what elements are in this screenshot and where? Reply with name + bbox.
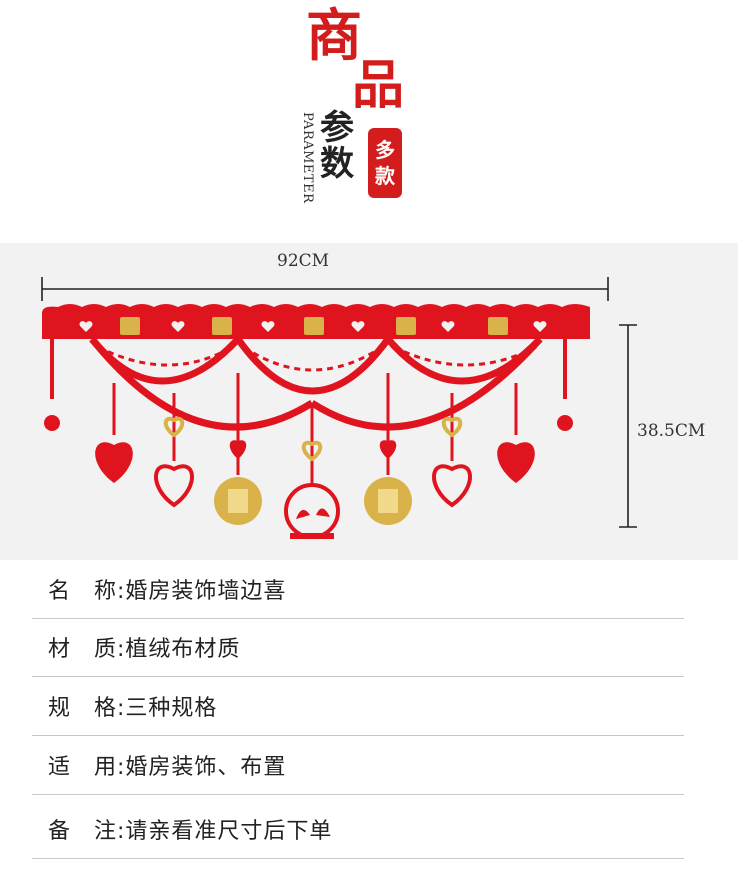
spec-value: 婚房装饰、布置 xyxy=(125,755,287,780)
side-tassels xyxy=(44,339,573,431)
height-dimension-line xyxy=(619,324,637,528)
heart-outline-ornaments xyxy=(154,464,472,508)
spec-row-note: 备 注: 请亲看准尺寸后下单 xyxy=(32,800,684,859)
spec-label: 规 格: xyxy=(48,696,126,721)
product-image: 92CM 38.5CM xyxy=(0,243,738,560)
spec-value: 请亲看准尺寸后下单 xyxy=(125,819,333,844)
spec-value: 婚房装饰墙边喜 xyxy=(125,579,287,604)
swag-curves xyxy=(89,336,543,431)
gold-double-happiness-medallions xyxy=(214,477,412,525)
bead-chains xyxy=(97,345,537,372)
gold-small-hearts xyxy=(163,416,463,462)
spec-label: 备 注: xyxy=(48,819,126,844)
spec-row-material: 材 质: 植绒布材质 xyxy=(32,618,684,677)
subtitle-chinese: 参数 xyxy=(320,108,354,184)
variants-badge-text: 多款 xyxy=(375,138,395,188)
wedding-banner-illustration xyxy=(41,277,637,539)
gold-xi-symbols-top xyxy=(120,317,508,335)
spec-value: 三种规格 xyxy=(125,696,218,721)
width-label: 92CM xyxy=(277,251,330,271)
strip-heart-holes xyxy=(79,321,547,332)
width-dimension-line xyxy=(41,277,609,301)
spec-list: 名 称: 婚房装饰墙边喜 材 质: 植绒布材质 规 格: 三种规格 适 用: 婚… xyxy=(0,560,738,895)
height-label: 38.5CM xyxy=(637,421,706,441)
love-birds-ring xyxy=(284,483,340,539)
spec-row-size: 规 格: 三种规格 xyxy=(32,677,684,736)
title-char-shang: 商 xyxy=(306,3,362,69)
subtitle-english: PARAMETER xyxy=(300,112,315,204)
variants-badge: 多款 xyxy=(368,128,402,198)
spec-row-usage: 适 用: 婚房装饰、布置 xyxy=(32,736,684,795)
spec-value: 植绒布材质 xyxy=(125,637,241,662)
spec-label: 名 称: xyxy=(48,579,126,604)
title-char-pin: 品 xyxy=(352,55,405,116)
spec-label: 适 用: xyxy=(48,755,126,780)
header-section: 商 品 PARAMETER 参数 多款 xyxy=(0,0,738,243)
red-heart-ornaments xyxy=(95,440,535,483)
spec-label: 材 质: xyxy=(48,637,126,662)
spec-row-name: 名 称: 婚房装饰墙边喜 xyxy=(32,560,684,619)
